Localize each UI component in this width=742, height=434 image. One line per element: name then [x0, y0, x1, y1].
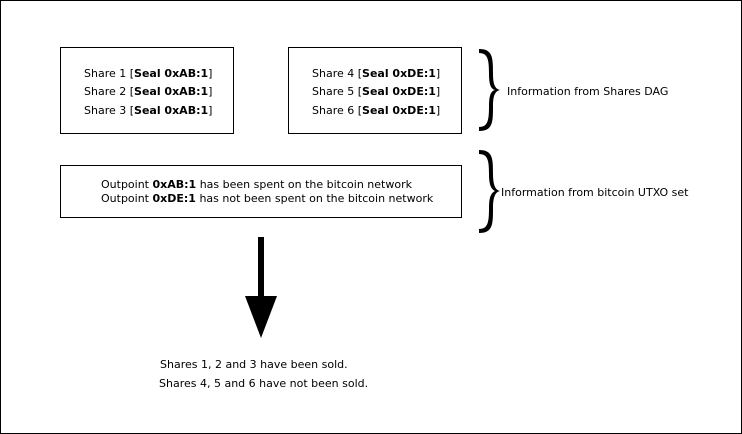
down-arrow-shaft — [258, 237, 264, 299]
share-line: Share 6 [Seal 0xDE:1] — [312, 104, 441, 117]
shares-box-2: Share 4 [Seal 0xDE:1] Share 5 [Seal 0xDE… — [288, 47, 462, 134]
share-line: Share 5 [Seal 0xDE:1] — [312, 85, 441, 98]
down-arrow-head — [245, 296, 277, 338]
shares-dag-label: Information from Shares DAG — [507, 85, 669, 98]
share-line: Share 3 [Seal 0xAB:1] — [84, 104, 213, 117]
conclusion-line-2: Shares 4, 5 and 6 have not been sold. — [159, 377, 369, 390]
outpoint-line: Outpoint 0xAB:1 has been spent on the bi… — [101, 178, 412, 191]
conclusion-line-1: Shares 1, 2 and 3 have been sold. — [160, 358, 348, 371]
utxo-set-label: Information from bitcoin UTXO set — [501, 186, 689, 199]
share-line: Share 1 [Seal 0xAB:1] — [84, 67, 213, 80]
share-line: Share 4 [Seal 0xDE:1] — [312, 67, 441, 80]
share-line: Share 2 [Seal 0xAB:1] — [84, 85, 213, 98]
shares-box-1: Share 1 [Seal 0xAB:1] Share 2 [Seal 0xAB… — [60, 47, 234, 134]
outpoint-line: Outpoint 0xDE:1 has not been spent on th… — [101, 192, 434, 205]
outpoints-box: Outpoint 0xAB:1 has been spent on the bi… — [60, 165, 462, 218]
curly-brace-utxo — [479, 150, 500, 233]
curly-brace-shares — [479, 49, 500, 131]
